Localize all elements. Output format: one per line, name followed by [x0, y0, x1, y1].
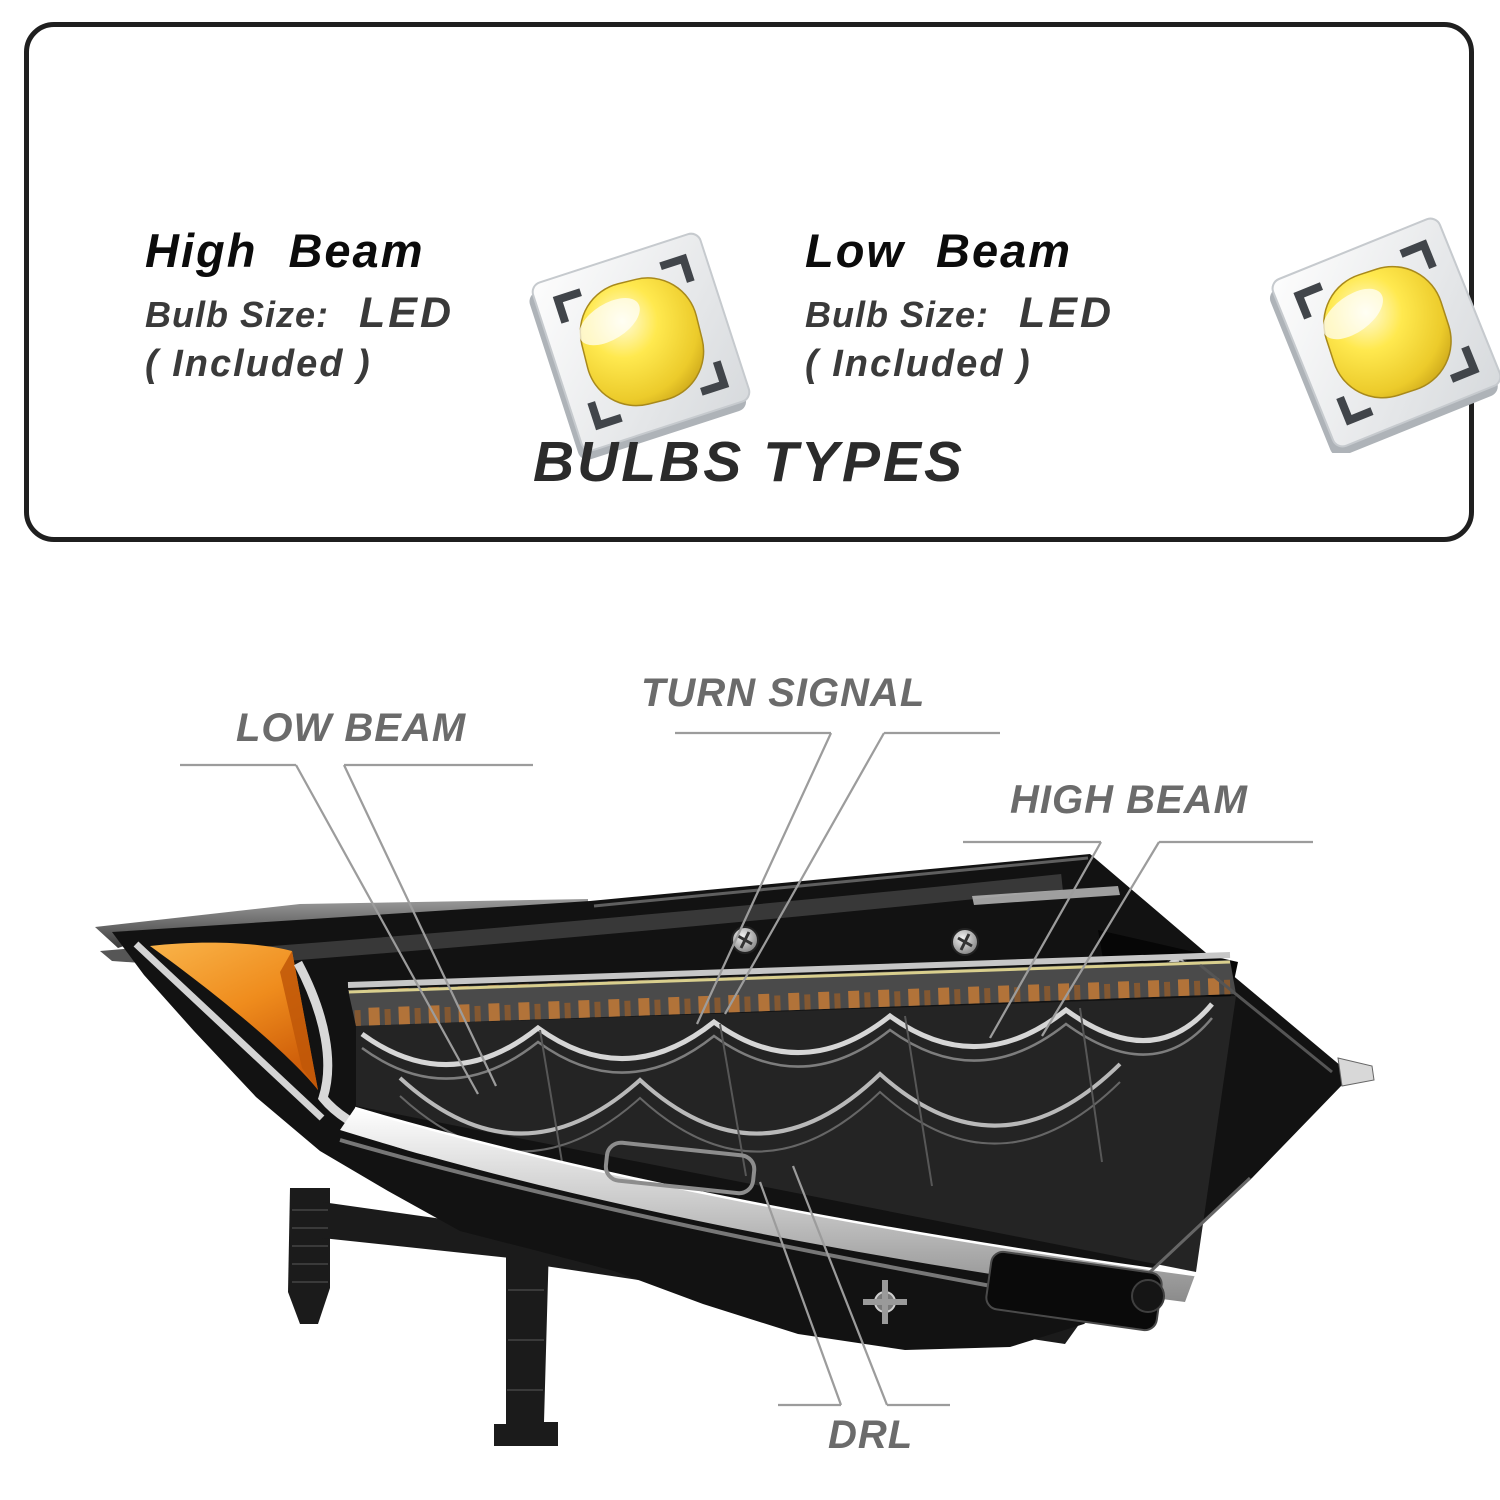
callout-line-high-beam	[963, 840, 1313, 1039]
bulb-size-row: Bulb Size: LED	[145, 289, 454, 338]
callout-line-drl	[758, 1165, 950, 1407]
callout-label-turn-signal: TURN SIGNAL	[641, 671, 926, 715]
bulb-name: Low Beam	[805, 224, 1073, 277]
callout-label-high-beam: HIGH BEAM	[1010, 778, 1248, 822]
callout-line-low-beam	[180, 763, 533, 1095]
callout-line-turn-signal	[675, 731, 1000, 1025]
bulb-size-row: Bulb Size: LED	[805, 289, 1114, 338]
bulbs-types-panel: High Beam Bulb Size: LED ( Included ) Low…	[24, 22, 1500, 542]
bulb-size-label: Bulb Size:	[805, 294, 990, 335]
bulb-size-label: Bulb Size:	[145, 294, 330, 335]
bulb-included-label: ( Included )	[805, 343, 1032, 385]
panel-title: BULBS TYPES	[532, 430, 966, 494]
adjuster-icon	[863, 1280, 907, 1324]
led-chip-icon	[1269, 217, 1500, 453]
callout-label-low-beam: LOW BEAM	[236, 706, 467, 750]
led-chip-icon	[529, 232, 751, 460]
bulb-size-value: LED	[359, 289, 455, 337]
screw-icon	[951, 928, 979, 956]
bulb-included-label: ( Included )	[145, 343, 372, 385]
bulb-size-value: LED	[1019, 289, 1115, 337]
bulb-name: High Beam	[145, 224, 425, 277]
callout-label-drl: DRL	[828, 1413, 914, 1457]
